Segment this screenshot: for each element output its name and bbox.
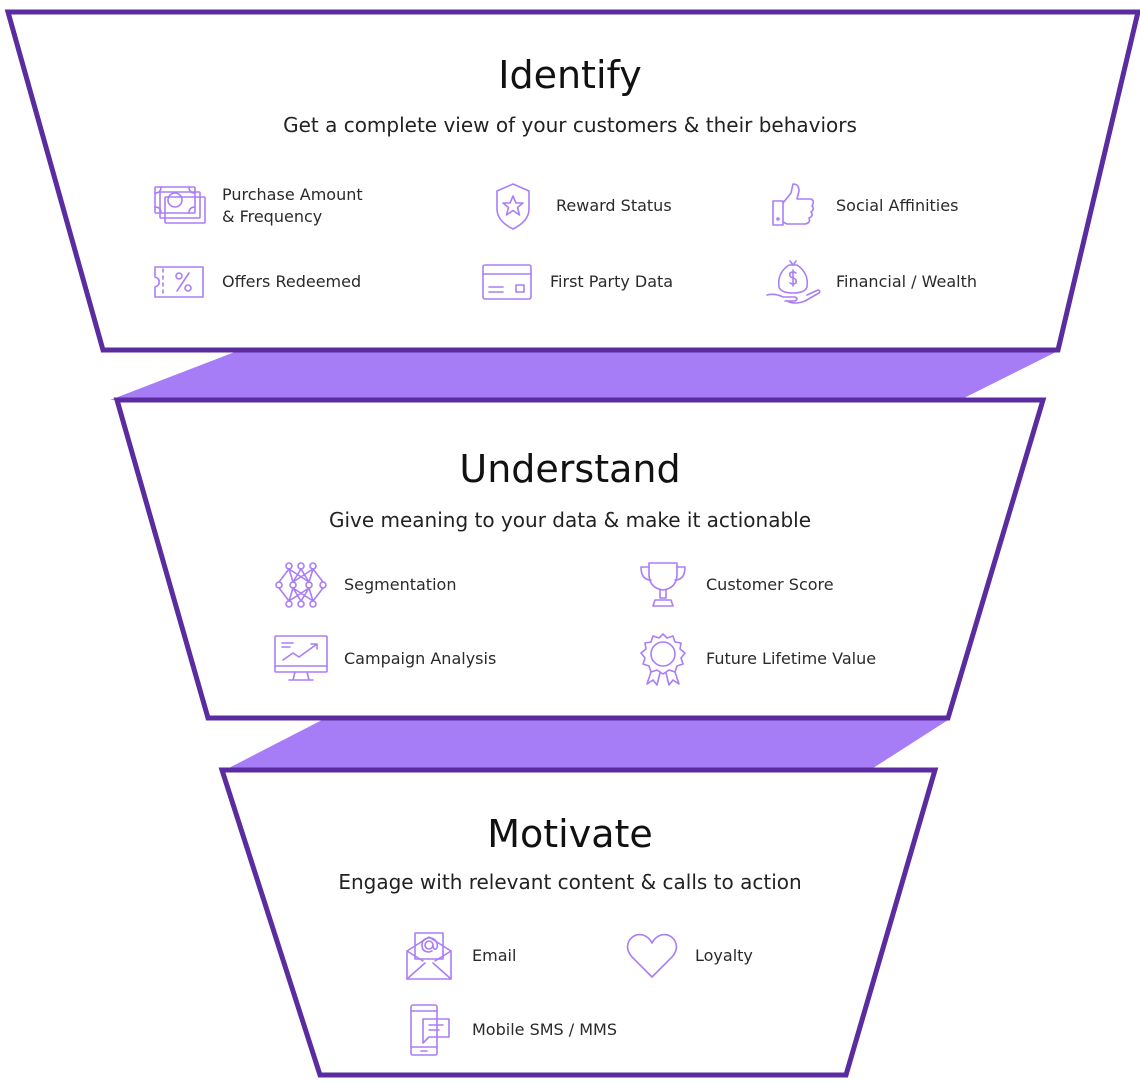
item-reward-status: Reward Status (484, 179, 672, 233)
stage-3-title: Motivate (487, 812, 653, 856)
item-segmentation: Segmentation (272, 558, 456, 612)
item-label: First Party Data (550, 272, 674, 292)
item-email: Email (400, 929, 516, 983)
shield-star-icon (484, 179, 542, 233)
card-icon (478, 255, 536, 309)
network-icon (272, 558, 330, 612)
item-label: Customer Score (706, 575, 834, 595)
item-mobile-sms: Mobile SMS / MMS (400, 1003, 617, 1057)
item-campaign-analysis: Campaign Analysis (272, 632, 496, 686)
item-future-lifetime-value: Future Lifetime Value (634, 632, 876, 686)
stage-1-subtitle: Get a complete view of your customers & … (283, 113, 857, 137)
money-bag-hand-icon (764, 255, 822, 309)
item-label: Financial / Wealth (836, 272, 978, 292)
item-label: Reward Status (556, 196, 672, 216)
item-label: Purchase Amount & Frequency (222, 185, 363, 226)
coupon-percent-icon (150, 255, 208, 309)
item-label: Social Affinities (836, 196, 959, 216)
stage-3-subtitle: Engage with relevant content & calls to … (338, 870, 802, 894)
item-offers-redeemed: Offers Redeemed (150, 255, 361, 309)
email-icon (400, 929, 458, 983)
trophy-icon (634, 558, 692, 612)
stage-2-title: Understand (459, 447, 681, 491)
item-label: Loyalty (695, 946, 753, 966)
stage-2-subtitle: Give meaning to your data & make it acti… (328, 508, 812, 532)
award-badge-icon (634, 632, 692, 686)
item-label: Offers Redeemed (222, 272, 362, 292)
item-label: Future Lifetime Value (706, 649, 877, 669)
stage-2-shape (113, 397, 1047, 721)
thumbs-up-icon (764, 179, 822, 233)
monitor-chart-icon (272, 632, 330, 686)
item-label: Email (472, 946, 517, 966)
item-customer-score: Customer Score (634, 558, 834, 612)
item-label: Campaign Analysis (344, 649, 497, 669)
cash-stack-icon (150, 179, 208, 233)
item-financial-wealth: Financial / Wealth (764, 255, 977, 309)
stage-1-title: Identify (498, 53, 642, 97)
item-purchase-amount: Purchase Amount & Frequency (150, 179, 363, 233)
item-label: Mobile SMS / MMS (472, 1020, 618, 1040)
item-first-party-data: First Party Data (478, 255, 673, 309)
connector-1 (110, 350, 1060, 400)
item-label: Segmentation (344, 575, 457, 595)
mobile-message-icon (400, 1003, 458, 1057)
heart-icon (623, 929, 681, 983)
item-social-affinities: Social Affinities (764, 179, 958, 233)
item-loyalty: Loyalty (623, 929, 753, 983)
stage-1-shape (4, 9, 1140, 353)
connector-2 (225, 720, 948, 770)
stage-3-shape (218, 767, 939, 1078)
